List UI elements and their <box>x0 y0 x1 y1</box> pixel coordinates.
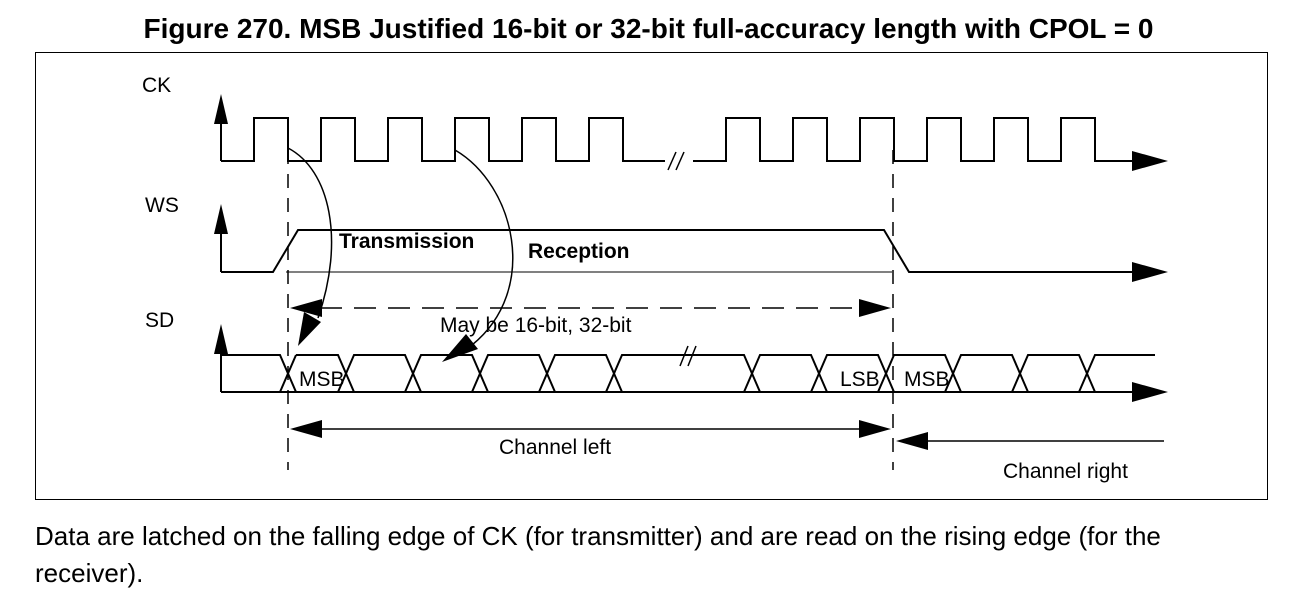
timing-diagram-frame <box>35 52 1268 500</box>
channel-right-arrow <box>896 432 1164 450</box>
sd-label: SD <box>145 309 174 332</box>
ws-waveform <box>221 229 1135 273</box>
sd-break-mark <box>679 345 697 367</box>
sd-waveform <box>221 354 1155 393</box>
msb-first-label: MSB <box>299 368 345 391</box>
ws-axis-arrow <box>214 204 228 272</box>
msb-second-label: MSB <box>904 368 950 391</box>
reception-label: Reception <box>528 240 630 263</box>
ws-label: WS <box>145 194 179 217</box>
data-length-span-arrow <box>290 299 891 317</box>
dashed-reference-lines <box>287 150 894 470</box>
length-note-label: May be 16-bit, 32-bit <box>440 314 632 337</box>
reception-read-arrow <box>442 149 514 362</box>
ck-label: CK <box>142 74 171 97</box>
sd-axis-arrow <box>214 324 228 392</box>
figure-caption: Data are latched on the falling edge of … <box>35 521 1161 588</box>
channel-right-label: Channel right <box>1003 460 1128 483</box>
ck-time-arrowhead <box>1132 151 1168 171</box>
channel-left-label: Channel left <box>499 436 611 459</box>
sd-time-arrowhead <box>1132 382 1168 402</box>
ck-break-mark <box>667 151 685 171</box>
transmission-label: Transmission <box>339 230 474 253</box>
ck-waveform <box>221 117 1135 162</box>
ck-axis-arrow <box>214 94 228 161</box>
transmission-latch-arrow <box>287 147 333 346</box>
ws-time-arrowhead <box>1132 262 1168 282</box>
lsb-label: LSB <box>840 368 880 391</box>
figure-title: Figure 270. MSB Justified 16-bit or 32-b… <box>143 13 1154 44</box>
channel-left-arrow <box>290 420 891 438</box>
